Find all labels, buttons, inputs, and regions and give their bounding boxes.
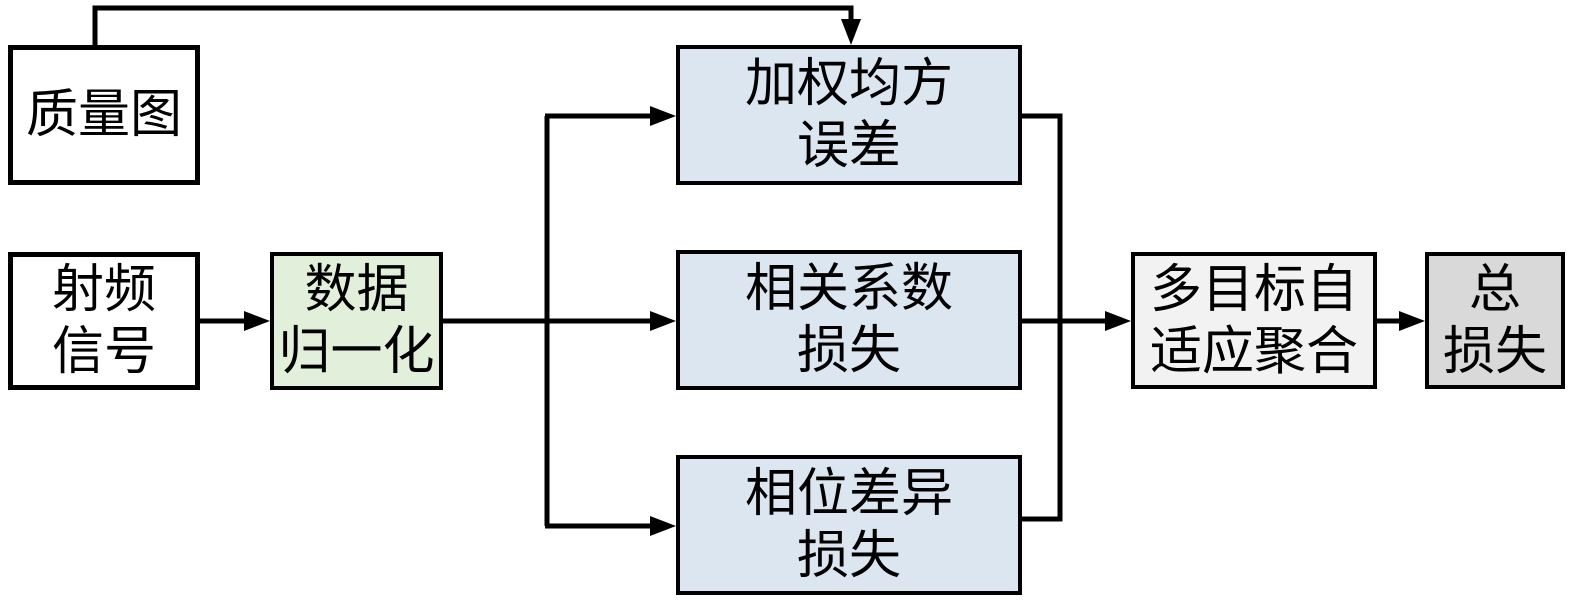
- connector-quality-to-wmse: [92, 5, 854, 45]
- arrowhead-aggregation-to-total: [1399, 311, 1425, 331]
- rf-signal-box: 射频 信号: [8, 252, 200, 390]
- arrowhead-rf-to-norm: [244, 311, 270, 331]
- arrowhead-branch-to-phase: [650, 516, 676, 536]
- correlation-loss-label-line1: 相关系数: [744, 259, 953, 319]
- total-loss-label-line2: 损失: [1442, 321, 1547, 382]
- quality-map-box: 质量图: [8, 45, 200, 185]
- connector-phase-to-collector: [1021, 321, 1063, 522]
- arrowhead-corr-to-aggregation: [1105, 311, 1131, 331]
- phase-loss-box: 相位差异 损失: [676, 455, 1022, 595]
- aggregation-label-line1: 多目标自: [1149, 259, 1358, 320]
- data-normalization-label-line1: 数据: [304, 260, 409, 320]
- phase-loss-label-line2: 损失: [796, 526, 901, 586]
- data-normalization-label-line2: 归一化: [278, 322, 435, 382]
- weighted-mse-box: 加权均方 误差: [676, 45, 1022, 185]
- connector-wmse-to-collector: [1021, 113, 1063, 321]
- total-loss-label-line1: 总: [1468, 259, 1521, 320]
- rf-signal-label-line1: 射频: [51, 260, 156, 320]
- weighted-mse-label-line1: 加权均方: [744, 54, 953, 114]
- quality-map-label: 质量图: [25, 85, 182, 145]
- phase-loss-label-line1: 相位差异: [744, 464, 953, 524]
- arrowhead-norm-to-corr: [650, 311, 676, 331]
- weighted-mse-label-line2: 误差: [796, 116, 901, 176]
- arrowhead-quality-to-wmse-down: [841, 19, 861, 45]
- rf-signal-label-line2: 信号: [51, 322, 156, 382]
- aggregation-box: 多目标自 适应聚合: [1131, 252, 1377, 389]
- correlation-loss-box: 相关系数 损失: [676, 250, 1022, 390]
- correlation-loss-label-line2: 损失: [796, 321, 901, 381]
- arrowhead-branch-to-wmse: [650, 106, 676, 126]
- data-normalization-box: 数据 归一化: [270, 252, 443, 390]
- total-loss-box: 总 损失: [1425, 252, 1565, 389]
- aggregation-label-line2: 适应聚合: [1149, 321, 1358, 382]
